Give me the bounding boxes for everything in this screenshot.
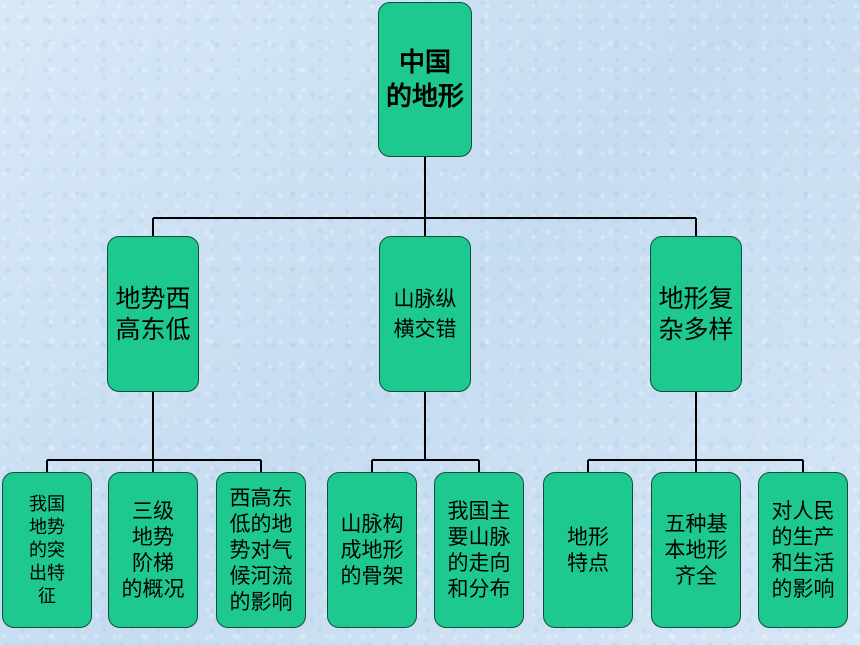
leaf-node-1-1: 我国 地势 的突 出特 征 — [2, 472, 92, 628]
leaf-node-label: 山脉构 成地形 的骨架 — [340, 512, 404, 588]
leaf-node-3-3: 对人民 的生产 和生活 的影响 — [758, 472, 848, 628]
leaf-node-label: 五种基 本地形 齐全 — [664, 512, 728, 588]
leaf-node-label: 我国主 要山脉 的走向 和分布 — [447, 499, 511, 601]
leaf-node-label: 对人民 的生产 和生活 的影响 — [771, 499, 835, 601]
connector-root-to-level2 — [152, 157, 697, 236]
leaf-node-label: 地形 特点 — [567, 525, 609, 575]
leaf-node-label: 西高东 低的地 势对气 候河流 的影响 — [229, 486, 293, 614]
leaf-node-2-1: 山脉构 成地形 的骨架 — [327, 472, 417, 628]
connector-branch3-children — [587, 392, 804, 472]
connector-branch2-children — [371, 392, 480, 472]
branch-node-mountains: 山脉纵 横交错 — [379, 236, 471, 392]
leaf-node-label: 我国 地势 的突 出特 征 — [29, 493, 65, 607]
leaf-node-2-2: 我国主 要山脉 的走向 和分布 — [434, 472, 524, 628]
leaf-node-1-2: 三级 地势 阶梯 的概况 — [108, 472, 198, 628]
branch-node-label: 山脉纵 横交错 — [393, 287, 457, 341]
leaf-node-1-3: 西高东 低的地 势对气 候河流 的影响 — [216, 472, 306, 628]
leaf-node-3-2: 五种基 本地形 齐全 — [651, 472, 741, 628]
leaf-node-3-1: 地形 特点 — [543, 472, 633, 628]
leaf-node-label: 三级 地势 阶梯 的概况 — [121, 499, 185, 601]
root-node: 中国 的地形 — [378, 2, 472, 157]
branch-node-terrain-slope: 地势西 高东低 — [107, 236, 199, 392]
root-node-label: 中国 的地形 — [385, 47, 464, 112]
connector-branch1-children — [46, 392, 262, 472]
branch-node-label: 地形复 杂多样 — [658, 284, 734, 344]
branch-node-label: 地势西 高东低 — [115, 284, 191, 344]
branch-node-diverse-terrain: 地形复 杂多样 — [650, 236, 742, 392]
